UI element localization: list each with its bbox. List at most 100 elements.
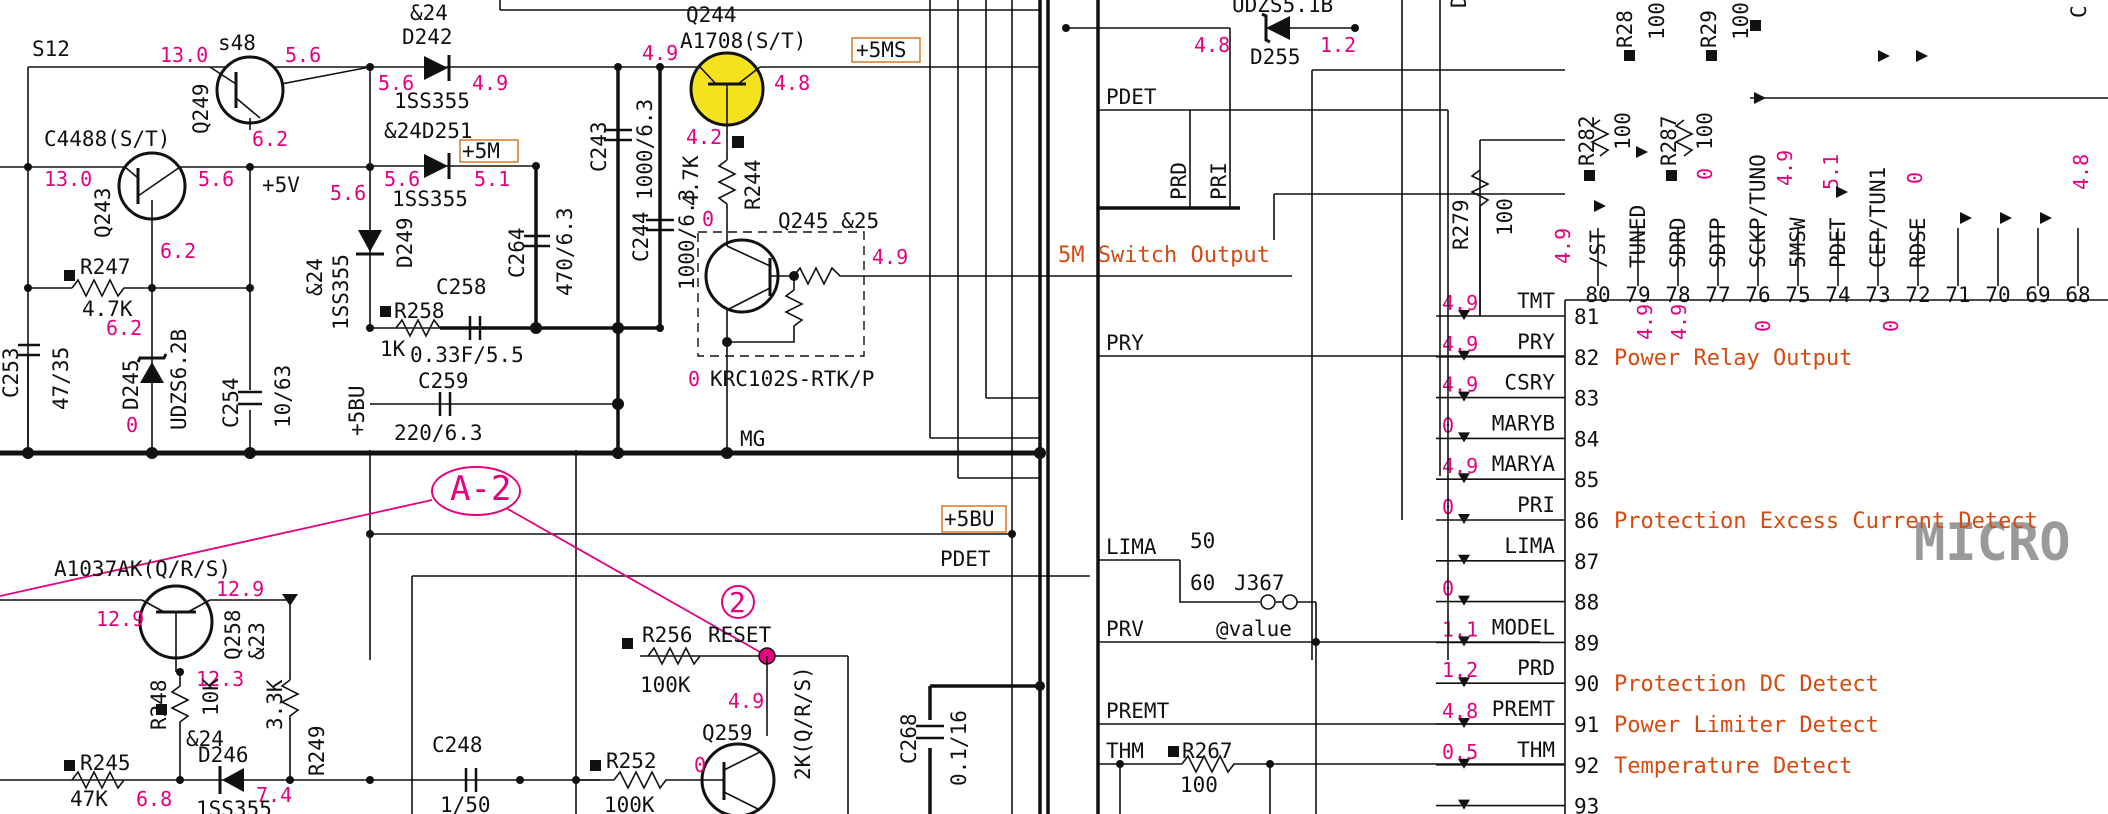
marker-square — [1706, 50, 1717, 61]
marker-square — [1624, 50, 1635, 61]
junction — [366, 324, 374, 332]
voltage: 0 — [688, 367, 700, 391]
label-r28x: R28 — [1613, 10, 1637, 48]
voltage: 4.9 — [1551, 228, 1575, 264]
junction — [366, 776, 374, 784]
junction — [1008, 530, 1016, 538]
pin-name: TMT — [1517, 289, 1555, 313]
pin-number: 90 — [1574, 672, 1599, 696]
arrow-marker — [1916, 50, 1928, 62]
net-prd: PRD — [1167, 162, 1191, 200]
voltage: 5.6 — [285, 43, 321, 67]
pin-name: CEP/TUN1 — [1866, 167, 1890, 268]
junction — [1034, 447, 1046, 459]
q245-package-outline — [697, 231, 865, 357]
transistor-q243 — [117, 151, 187, 221]
junction — [146, 447, 158, 459]
net-box-5m — [459, 139, 519, 163]
resistor-r249 — [280, 679, 300, 780]
pin-number: 74 — [1825, 283, 1850, 307]
pin-number: 83 — [1574, 387, 1599, 411]
pin-function-label: Power Relay Output — [1614, 346, 1852, 371]
value-c264: 470/6.3 — [553, 207, 577, 296]
junction — [246, 163, 254, 171]
pin-function-label: Temperature Detect — [1614, 754, 1852, 779]
jumper-pad — [1282, 594, 1298, 610]
junction — [612, 322, 624, 334]
pin-number: 71 — [1945, 283, 1970, 307]
pin-arrow — [1458, 554, 1470, 565]
value-r249: 3.3K — [263, 679, 287, 730]
ic-left-pins: TMT814.9PRY824.9CSRY834.9MARYB840MARYA85… — [1436, 289, 1599, 814]
pin-name: /ST — [1586, 230, 1610, 268]
junction — [722, 337, 732, 347]
transistor-q258 — [138, 584, 214, 672]
label-s12: S12 — [32, 37, 70, 61]
junction — [246, 284, 254, 292]
resistor-r287 — [1674, 119, 1694, 157]
ic-title: MICRO — [1914, 513, 2071, 573]
amp-d249: &24 — [303, 258, 327, 296]
net-pry: PRY — [1106, 331, 1144, 355]
pin-arrow — [1458, 758, 1470, 769]
pin-number: 78 — [1665, 283, 1690, 307]
marker-square — [1666, 170, 1677, 181]
voltage: 13.0 — [160, 43, 208, 67]
value-r287: 100 — [1693, 112, 1717, 150]
wire-j367 — [1179, 560, 1260, 603]
label-reset: RESET — [708, 623, 772, 647]
label-a1037: A1037AK(Q/R/S) — [54, 557, 231, 581]
junction — [612, 398, 624, 410]
pin-name: SDTP — [1706, 217, 1730, 268]
resistor-r248 — [170, 672, 190, 780]
junction — [366, 63, 374, 71]
net-box-5ms — [851, 37, 921, 63]
resistor-q245-be — [727, 276, 804, 343]
pin-name: PRD — [1517, 656, 1555, 680]
resistor-r267 — [1181, 754, 1565, 774]
zener-d245 — [136, 353, 168, 383]
pin-name: PRI — [1517, 493, 1555, 517]
marker-square — [64, 270, 75, 281]
voltage: 4.9 — [642, 41, 678, 65]
q244-section: Q244 A1708(S/T) +5MS 4.9 4.8 4.2 4.7K R2… — [642, 3, 1292, 459]
net-box-5bu — [941, 505, 1007, 533]
label-r282: R282 — [1575, 115, 1599, 166]
net-plus5bu-vertical: +5BU — [345, 385, 369, 436]
capacitor-c264 — [524, 234, 550, 248]
label-r247: R247 — [80, 255, 131, 279]
pin-arrow — [1458, 718, 1470, 728]
zener-d255 — [1261, 12, 1355, 44]
part-krc: KRC102S-RTK/P — [710, 367, 874, 391]
pin-arrow — [1458, 350, 1470, 361]
junction — [530, 322, 542, 334]
capacitor-c253 — [18, 343, 40, 357]
marker-square — [622, 638, 633, 649]
junction — [1035, 681, 1045, 691]
marker-square — [590, 760, 601, 771]
resistor-r245 — [71, 770, 125, 790]
jumper-pad — [1260, 594, 1276, 610]
label-c264: C264 — [505, 227, 529, 278]
label-d246: D246 — [198, 743, 249, 767]
label-c2: C — [2067, 5, 2091, 18]
resistor-q245-base — [793, 266, 1292, 286]
resistor-r244 — [717, 159, 737, 205]
voltage: 7.4 — [256, 783, 292, 807]
pin-arrow — [1458, 473, 1470, 484]
voltage: 12.9 — [216, 577, 264, 601]
label-q245: Q245 &25 — [778, 209, 879, 233]
voltage: 4.9 — [1633, 304, 1657, 340]
net-prv: PRV — [1106, 617, 1144, 641]
capacitor-c244 — [646, 218, 674, 232]
junction — [176, 776, 184, 784]
junction — [1062, 24, 1070, 32]
capacitor-c258 — [468, 316, 482, 340]
marker-square — [380, 306, 391, 317]
label-c4488: C4488(S/T) — [44, 127, 170, 151]
voltage: 4.8 — [774, 71, 810, 95]
diode-d246 — [218, 766, 244, 794]
resistor-r247 — [71, 278, 130, 298]
pin-name: CSRY — [1504, 371, 1555, 395]
net-plus5ms: +5MS — [856, 38, 907, 62]
